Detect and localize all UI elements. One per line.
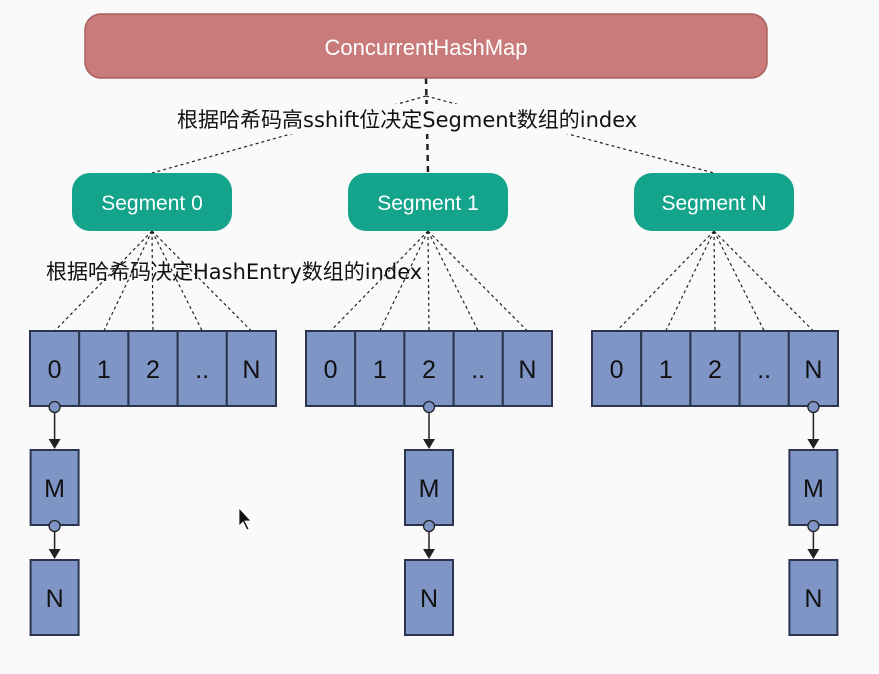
chain-pointer-dot — [48, 400, 61, 414]
chain-pointer-dot — [807, 400, 820, 414]
segment-1: Segment 1 0 1 2.. N M N — [305, 173, 553, 636]
hash-entry-cell-label: 1 — [97, 356, 111, 384]
chain-entry-label: M — [803, 475, 824, 503]
hash-entry-cell-label: N — [242, 356, 260, 384]
segment-annotation: 根据哈希码决定HashEntry数组的index — [46, 260, 423, 284]
top-annotation: 根据哈希码高sshift位决定Segment数组的index — [177, 104, 638, 134]
segment-node-box — [72, 173, 232, 231]
mouse-cursor-icon — [238, 506, 252, 531]
hash-entry-cell — [640, 330, 692, 407]
segment-to-cell-connector — [713, 230, 814, 332]
segment-2: Segment N 0 1 2.. N M N — [591, 173, 839, 636]
hash-entry-cell — [403, 330, 455, 407]
chain-arrow-head — [48, 549, 61, 559]
hash-entry-cell-label: 0 — [324, 356, 338, 384]
segment-to-cell-connector — [151, 230, 154, 332]
chain-entry-node — [404, 559, 454, 636]
segment-to-cell-connector — [616, 230, 715, 332]
chain-entry-label: M — [44, 475, 65, 503]
chain-arrow-head — [807, 439, 820, 449]
segment-node-label: Segment 1 — [377, 192, 479, 215]
chain-entry-label: M — [419, 475, 440, 503]
chain-arrow-head — [48, 439, 61, 449]
chain-pointer-dot — [807, 519, 820, 533]
segment-to-cell-connector — [151, 230, 203, 332]
hash-entry-cell — [501, 330, 553, 407]
hash-entry-cell-label: .. — [195, 356, 209, 384]
hash-entry-cell-label: 2 — [708, 356, 722, 384]
segment-to-cell-connector — [379, 230, 429, 332]
hash-entry-cell-label: .. — [471, 356, 485, 384]
hash-entry-cell-label: 2 — [146, 356, 160, 384]
hash-entry-cell — [305, 330, 357, 407]
hash-entry-cell-label: N — [518, 356, 536, 384]
segment-to-cell-connector — [54, 230, 153, 332]
hash-entry-cell — [354, 330, 406, 407]
chain-entry-label: N — [804, 585, 822, 613]
hash-entry-cell — [225, 330, 278, 407]
segment-node-label: Segment N — [661, 192, 766, 215]
chain-entry-label: N — [46, 585, 64, 613]
segment-node-box — [634, 173, 794, 231]
root-node-label: ConcurrentHashMap — [325, 35, 528, 60]
chain-entry-node — [788, 449, 839, 526]
segment-to-cell-connector — [103, 230, 153, 332]
chain-arrow-head — [807, 549, 820, 559]
root-node-box — [84, 13, 768, 79]
segment-to-cell-connector — [713, 230, 716, 332]
chain-pointer-dot — [48, 519, 61, 533]
hash-entry-cell-label: 2 — [422, 356, 436, 384]
hash-entry-cell-label: .. — [757, 356, 771, 384]
chain-entry-label: N — [420, 585, 438, 613]
hash-entry-cell-label: N — [804, 356, 822, 384]
hash-entry-cell — [689, 330, 741, 407]
chain-entry-node — [788, 559, 839, 636]
hash-entry-cell-label: 0 — [610, 356, 624, 384]
chain-pointer-dot — [422, 400, 436, 414]
segment-node-label: Segment 0 — [101, 192, 203, 215]
hash-entry-cell-label: 0 — [48, 356, 62, 384]
chain-pointer-dot — [422, 519, 436, 533]
hash-entry-cell-label: 1 — [373, 356, 387, 384]
chain-arrow-head — [423, 439, 435, 449]
hash-entry-cell — [29, 330, 81, 407]
chain-entry-node — [29, 449, 80, 526]
segment-0: Segment 0 0 1 2.. N M N — [29, 173, 278, 636]
segment-to-cell-connector — [427, 230, 430, 332]
segment-to-cell-connector — [427, 230, 528, 332]
segment-to-cell-connector — [427, 230, 479, 332]
segment-to-cell-connector — [330, 230, 429, 332]
hash-entry-cell — [787, 330, 839, 407]
chain-entry-node — [29, 559, 80, 636]
hash-entry-cell-label: 1 — [659, 356, 673, 384]
chain-arrow-head — [423, 549, 435, 559]
segment-node-box — [348, 173, 508, 231]
segment-to-cell-connector — [665, 230, 715, 332]
segment-to-cell-connector — [713, 230, 765, 332]
